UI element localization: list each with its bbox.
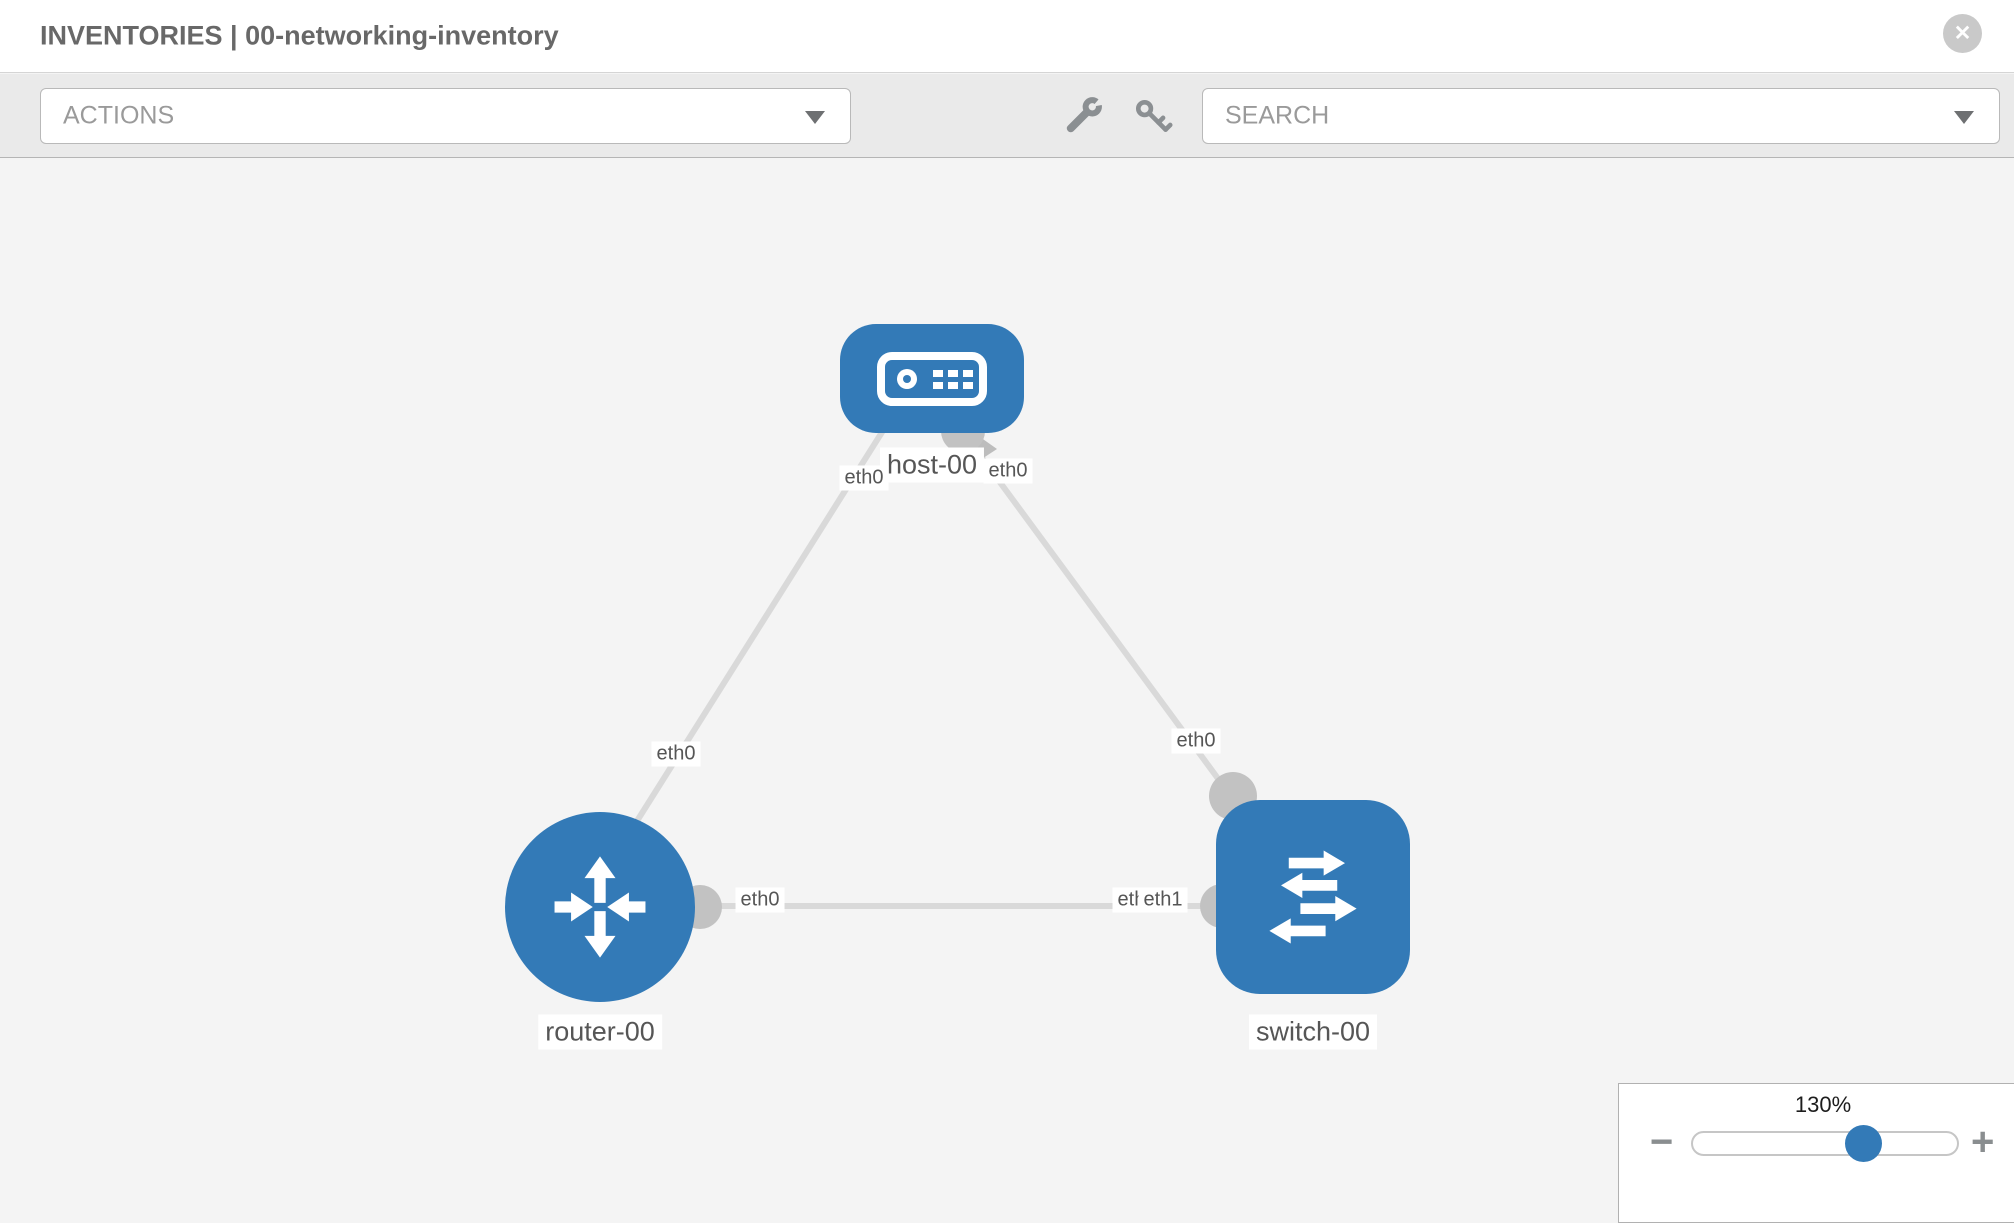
interface-label-host-left: eth0 bbox=[839, 465, 889, 491]
topology-links bbox=[634, 409, 1257, 929]
zoom-slider-thumb[interactable] bbox=[1845, 1125, 1882, 1162]
actions-dropdown[interactable]: ACTIONS bbox=[40, 88, 851, 144]
router-icon bbox=[554, 856, 646, 958]
page-title: INVENTORIES | 00-networking-inventory bbox=[40, 20, 559, 51]
node-label-router: router-00 bbox=[538, 1014, 662, 1050]
zoom-slider-track[interactable] bbox=[1691, 1131, 1959, 1156]
topology-canvas[interactable]: host-00 router-00 switch-00 eth0 eth0 et… bbox=[0, 159, 2014, 1200]
interface-label-router-link: eth0 bbox=[651, 741, 701, 767]
toolbar: ACTIONS SEARCH bbox=[0, 74, 2014, 158]
credentials-button[interactable] bbox=[1132, 96, 1174, 143]
interface-label-host-right: eth0 bbox=[983, 458, 1033, 484]
chevron-down-icon bbox=[1954, 111, 1974, 124]
zoom-panel: 130% − + bbox=[1618, 1083, 2014, 1223]
close-icon: ✕ bbox=[1953, 22, 1972, 45]
interface-label-switch-top: eth0 bbox=[1171, 728, 1221, 754]
actions-dropdown-label: ACTIONS bbox=[63, 101, 175, 130]
zoom-percent: 130% bbox=[1794, 1092, 1852, 1117]
switch-icon bbox=[1269, 850, 1357, 944]
zoom-in-button[interactable]: + bbox=[1971, 1120, 1995, 1164]
interface-label-router-right: eth0 bbox=[735, 887, 785, 913]
node-router-00[interactable] bbox=[505, 812, 695, 1002]
key-icon bbox=[1135, 99, 1173, 132]
node-label-switch: switch-00 bbox=[1248, 1014, 1378, 1050]
zoom-out-button[interactable]: − bbox=[1650, 1120, 1674, 1164]
close-button[interactable]: ✕ bbox=[1943, 14, 1982, 53]
node-host-00[interactable] bbox=[840, 324, 1024, 433]
page-header: INVENTORIES | 00-networking-inventory ✕ bbox=[0, 0, 2014, 73]
search-dropdown-label: SEARCH bbox=[1225, 101, 1330, 130]
node-label-host: host-00 bbox=[879, 447, 985, 483]
search-dropdown[interactable]: SEARCH bbox=[1202, 88, 2000, 144]
host-icon bbox=[877, 351, 987, 406]
chevron-down-icon bbox=[805, 111, 825, 124]
configure-button[interactable] bbox=[1061, 93, 1107, 144]
node-switch-00[interactable] bbox=[1216, 800, 1410, 994]
interface-label-switch-left: eth1 bbox=[1138, 887, 1188, 913]
wrench-icon bbox=[1066, 94, 1107, 133]
